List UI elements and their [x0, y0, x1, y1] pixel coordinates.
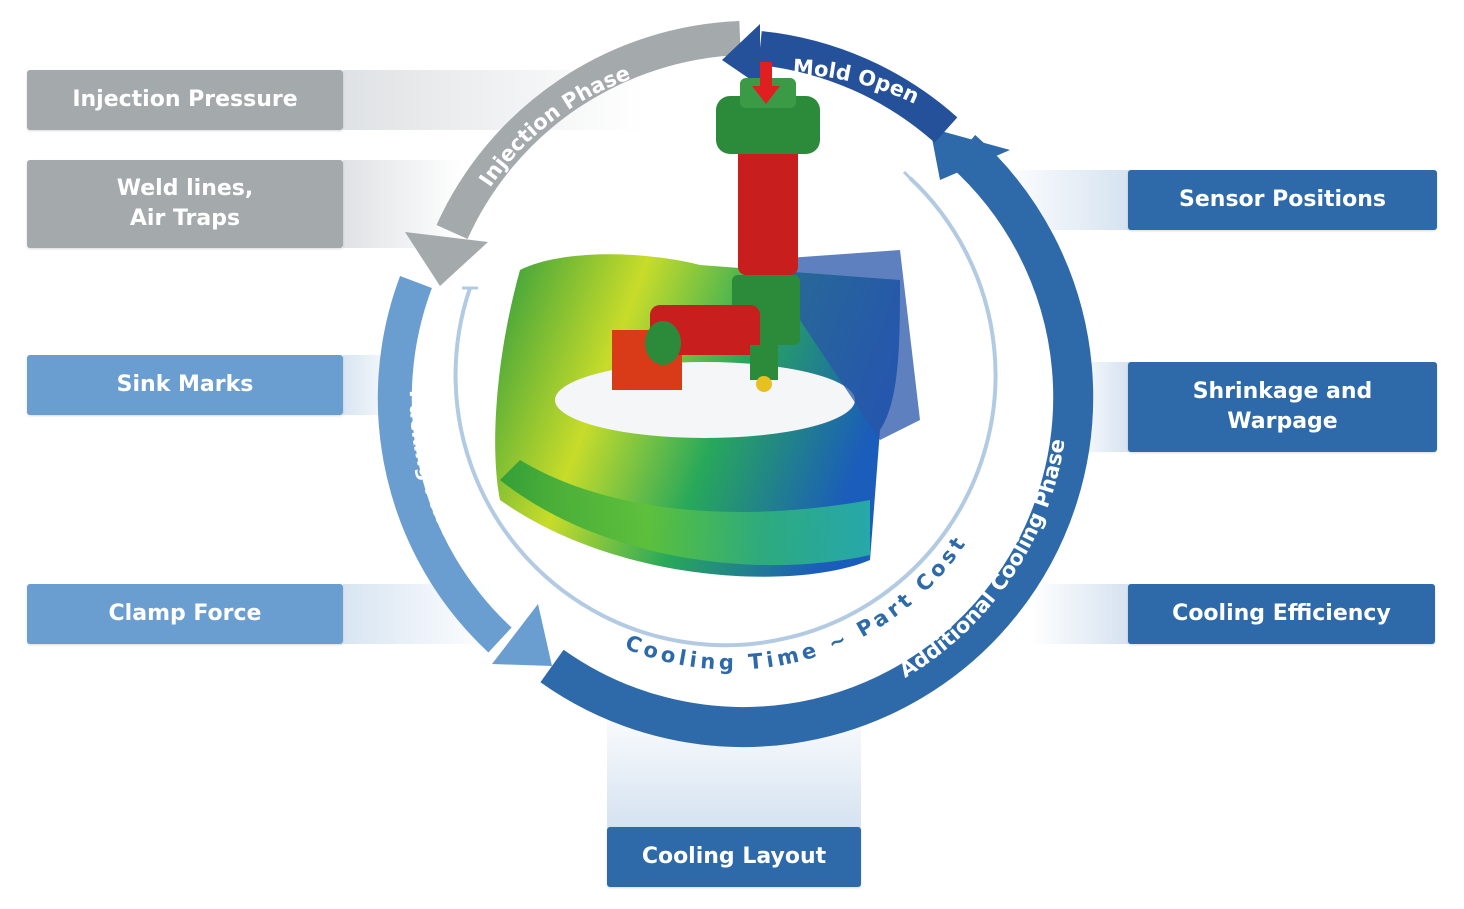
sensor-positions-box: Sensor Positions — [1128, 170, 1437, 230]
connector-cooling-efficiency — [1030, 584, 1130, 644]
sensor-positions-label: Sensor Positions — [1179, 187, 1386, 212]
injection-pressure-box: Injection Pressure — [27, 70, 343, 130]
cooling-layout-label: Cooling Layout — [641, 844, 827, 869]
mold-part-illustration — [495, 62, 920, 577]
cooling-efficiency-box: Cooling Efficiency — [1128, 584, 1435, 644]
clamp-force-box: Clamp Force — [27, 584, 343, 644]
shrinkage-warpage-label: Shrinkage and Warpage — [1192, 379, 1373, 434]
connector-weld-lines — [343, 160, 463, 248]
clamp-force-label: Clamp Force — [108, 601, 262, 626]
cooling-layout-box: Cooling Layout — [607, 827, 861, 887]
additional-cooling-arrow — [540, 128, 1094, 747]
weld-lines-box: Weld lines, Air Traps — [27, 160, 343, 248]
mold-open-arrow — [722, 24, 958, 143]
packing-phase-arrow — [377, 276, 552, 666]
sink-marks-box: Sink Marks — [27, 355, 343, 415]
cooling-efficiency-label: Cooling Efficiency — [1172, 601, 1391, 626]
weld-lines-label: Weld lines, Air Traps — [116, 176, 254, 231]
injection-phase-arrow — [405, 21, 741, 286]
injection-phase-label: Injection Phase — [474, 61, 633, 191]
sink-marks-label: Sink Marks — [116, 372, 254, 397]
injection-pressure-label: Injection Pressure — [72, 87, 298, 112]
shrinkage-warpage-box: Shrinkage and Warpage — [1128, 362, 1437, 452]
inner-cycle-line — [453, 170, 998, 648]
